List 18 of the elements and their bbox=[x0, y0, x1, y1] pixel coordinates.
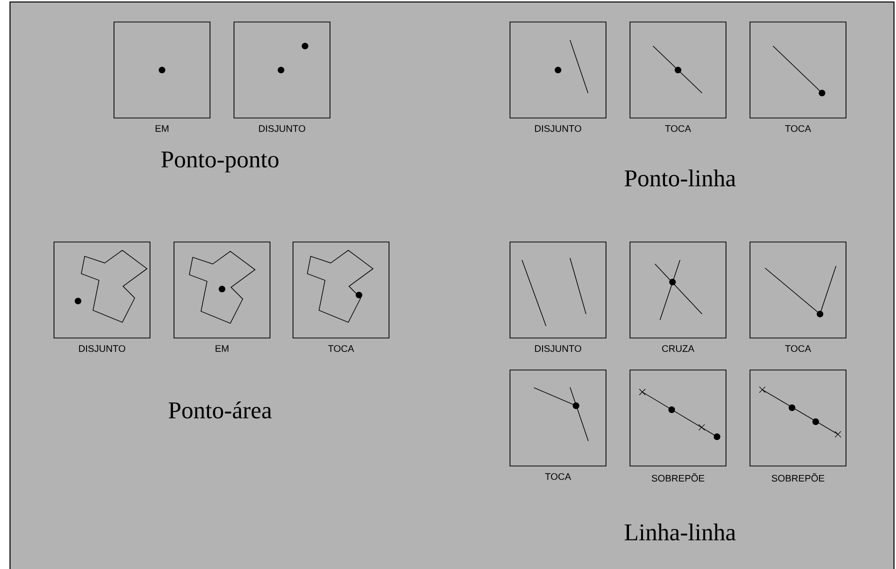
panel-caption: TOCA bbox=[665, 125, 692, 132]
panel-caption: CRUZA bbox=[662, 345, 694, 352]
panel-caption: DISJUNTO bbox=[79, 345, 126, 352]
panel-caption: SOBREPÕE bbox=[772, 473, 824, 482]
group-title: Ponto-ponto bbox=[161, 152, 278, 172]
panel-caption: TOCA bbox=[545, 473, 572, 480]
panel-caption: EM bbox=[216, 345, 228, 352]
group-title: Linha-linha bbox=[624, 524, 736, 540]
group-title: Ponto-linha bbox=[624, 170, 736, 186]
group-title: Ponto-área bbox=[168, 402, 272, 418]
panel-caption: TOCA bbox=[328, 345, 354, 352]
panel-caption: DISJUNTO bbox=[535, 125, 582, 132]
panel-caption: SOBREPÕE bbox=[652, 473, 704, 482]
panel-caption: TOCA bbox=[785, 125, 812, 132]
panel-caption: TOCA bbox=[785, 345, 812, 352]
panel-caption: EM bbox=[156, 125, 168, 132]
panel-caption: DISJUNTO bbox=[259, 125, 306, 132]
panel-caption: DISJUNTO bbox=[535, 345, 582, 352]
